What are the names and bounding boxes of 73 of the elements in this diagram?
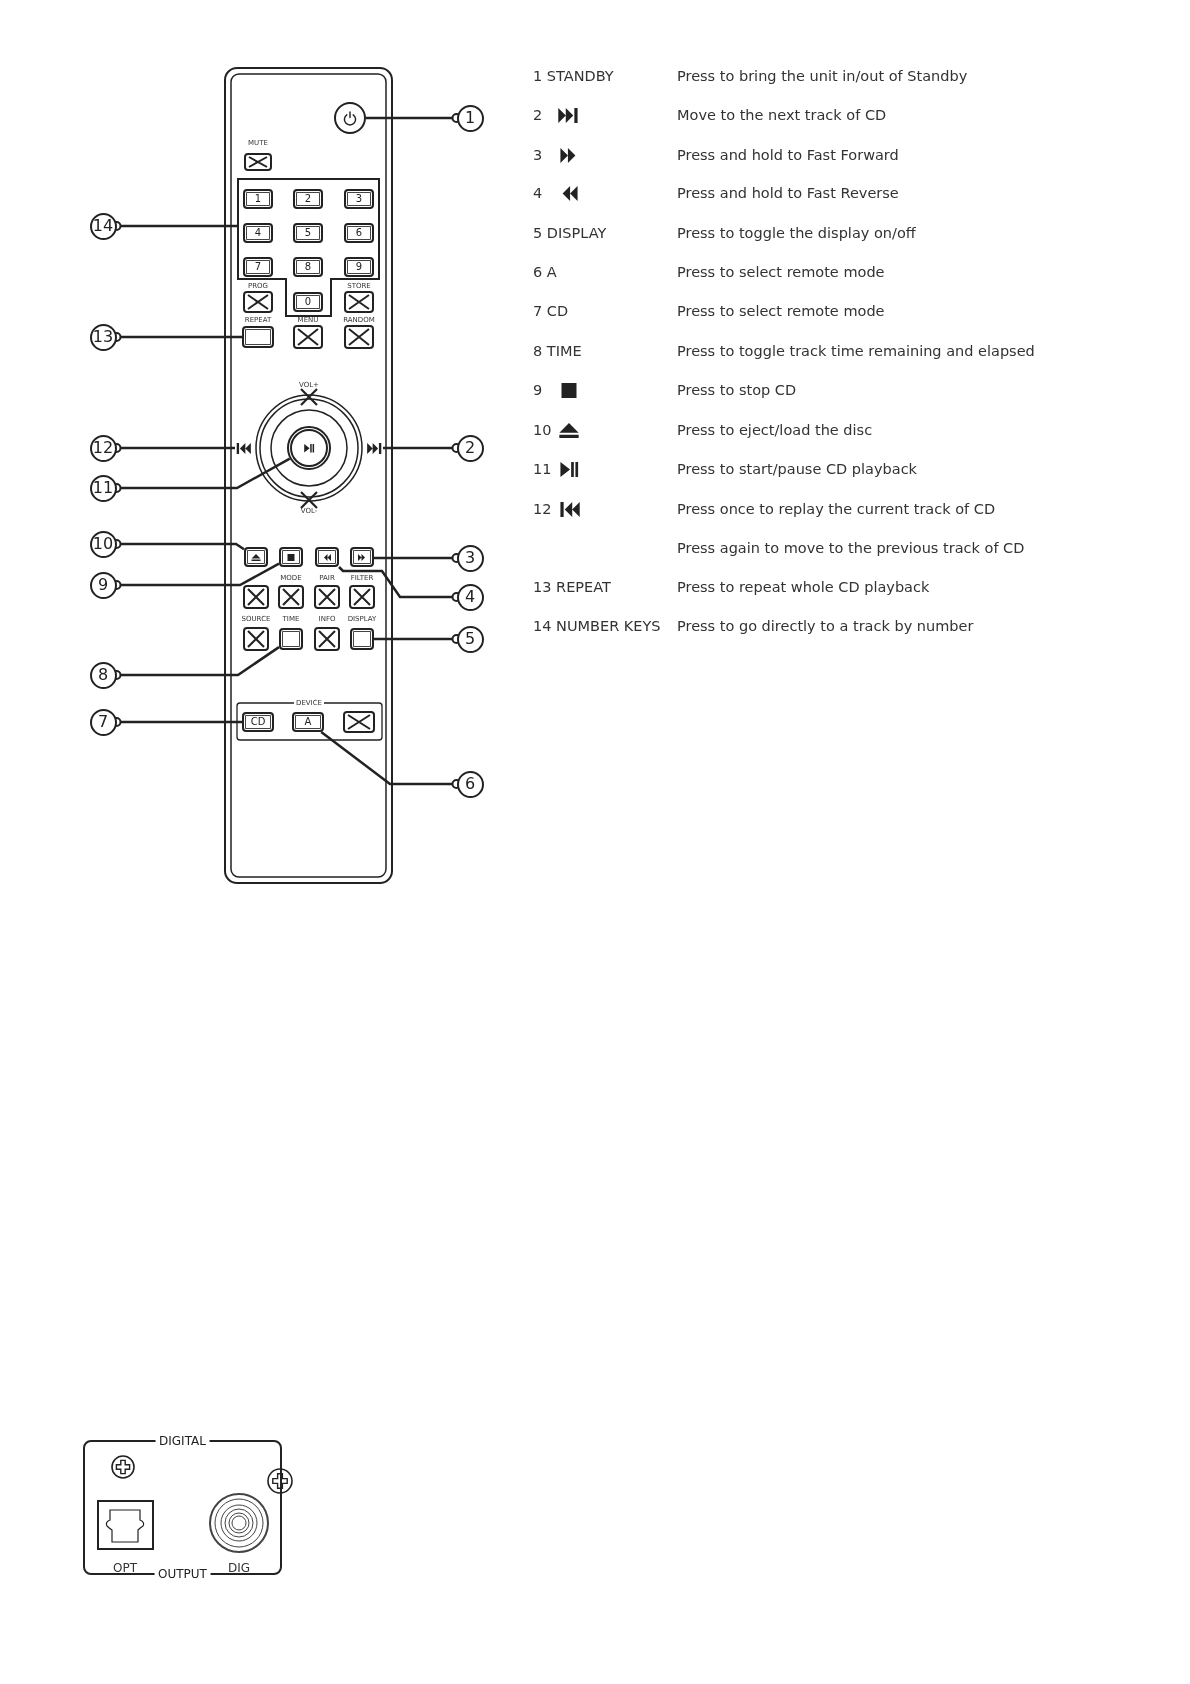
key-name: 3 xyxy=(533,147,543,163)
key-description: Press to select remote mode xyxy=(677,264,885,280)
key-description: Press to go directly to a track by number xyxy=(677,618,974,634)
number-key: 5 xyxy=(293,223,323,243)
callout-number: 12 xyxy=(89,434,117,462)
callout-number: 10 xyxy=(89,530,117,558)
key-description: Press and hold to Fast Reverse xyxy=(677,185,899,201)
panel-heading: DIGITAL xyxy=(155,1434,210,1448)
key-description: Press to repeat whole CD playback xyxy=(677,579,930,595)
key-name: 13 REPEAT xyxy=(533,579,611,595)
rewind-button xyxy=(315,547,339,567)
play-pause-button xyxy=(287,426,331,470)
key-name: 7 CD xyxy=(533,303,569,319)
number-key: 1 xyxy=(243,189,273,209)
key-name: 4 xyxy=(533,185,543,201)
key-description: Press to eject/load the disc xyxy=(677,422,873,438)
power-button xyxy=(334,102,366,134)
key-name: 12 xyxy=(533,501,552,517)
callout-number: 14 xyxy=(89,212,117,240)
eject-button xyxy=(244,547,268,567)
key-description: Press to toggle the display on/off xyxy=(677,225,916,241)
callout-number: 2 xyxy=(456,434,484,462)
key-description: Press to bring the unit in/out of Standby xyxy=(677,68,968,84)
callout-number: 9 xyxy=(89,571,117,599)
callout-number: 8 xyxy=(89,661,117,689)
keypad-outline xyxy=(237,178,380,317)
callout-number: 3 xyxy=(456,544,484,572)
stop-button xyxy=(279,547,303,567)
callout-number: 11 xyxy=(89,474,117,502)
key-description: Move to the next track of CD xyxy=(677,107,887,123)
callout-number: 1 xyxy=(456,104,484,132)
key-name: 2 xyxy=(533,107,543,123)
key-name: 8 TIME xyxy=(533,343,582,359)
callout-number: 6 xyxy=(456,770,484,798)
number-key: 8 xyxy=(293,257,323,277)
key-description: Press again to move to the previous track of CD xyxy=(677,540,1025,556)
number-key: 7 xyxy=(243,257,273,277)
callout-number: 7 xyxy=(89,708,117,736)
optical-port xyxy=(97,1500,154,1550)
key-description: Press to select remote mode xyxy=(677,303,885,319)
key-name: 11 xyxy=(533,461,552,477)
key-name: 9 xyxy=(533,382,543,398)
key-name: 14 NUMBER KEYS xyxy=(533,618,661,634)
number-key: 2 xyxy=(293,189,323,209)
fast-forward-button xyxy=(350,547,374,567)
number-key: 6 xyxy=(344,223,374,243)
previous-track-icon xyxy=(235,442,251,454)
display-button xyxy=(350,628,374,650)
repeat-button xyxy=(242,326,274,348)
a-button: A xyxy=(292,712,324,732)
number-key: 9 xyxy=(344,257,374,277)
callout-number: 5 xyxy=(456,625,484,653)
key-description: Press to start/pause CD playback xyxy=(677,461,917,477)
coaxial-socket xyxy=(209,1493,269,1553)
number-key: 3 xyxy=(344,189,374,209)
key-name: 6 A xyxy=(533,264,557,280)
key-description: Press once to replay the current track of CD xyxy=(677,501,996,517)
time-button xyxy=(279,628,303,650)
panel-footer: OUTPUT xyxy=(154,1567,211,1581)
number-key: 0 xyxy=(293,292,323,312)
key-name: 5 DISPLAY xyxy=(533,225,607,241)
callout-number: 4 xyxy=(456,583,484,611)
number-key: 4 xyxy=(243,223,273,243)
port-label: OPT xyxy=(113,1562,137,1574)
next-track-icon xyxy=(367,442,383,454)
key-name: 10 xyxy=(533,422,552,438)
key-description: Press and hold to Fast Forward xyxy=(677,147,899,163)
callout-number: 13 xyxy=(89,323,117,351)
port-label: DIG xyxy=(227,1562,251,1574)
key-name: 1 STANDBY xyxy=(533,68,614,84)
key-description: Press to stop CD xyxy=(677,382,797,398)
cd-button: CD xyxy=(242,712,274,732)
key-description: Press to toggle track time remaining and elapsed xyxy=(677,343,1035,359)
